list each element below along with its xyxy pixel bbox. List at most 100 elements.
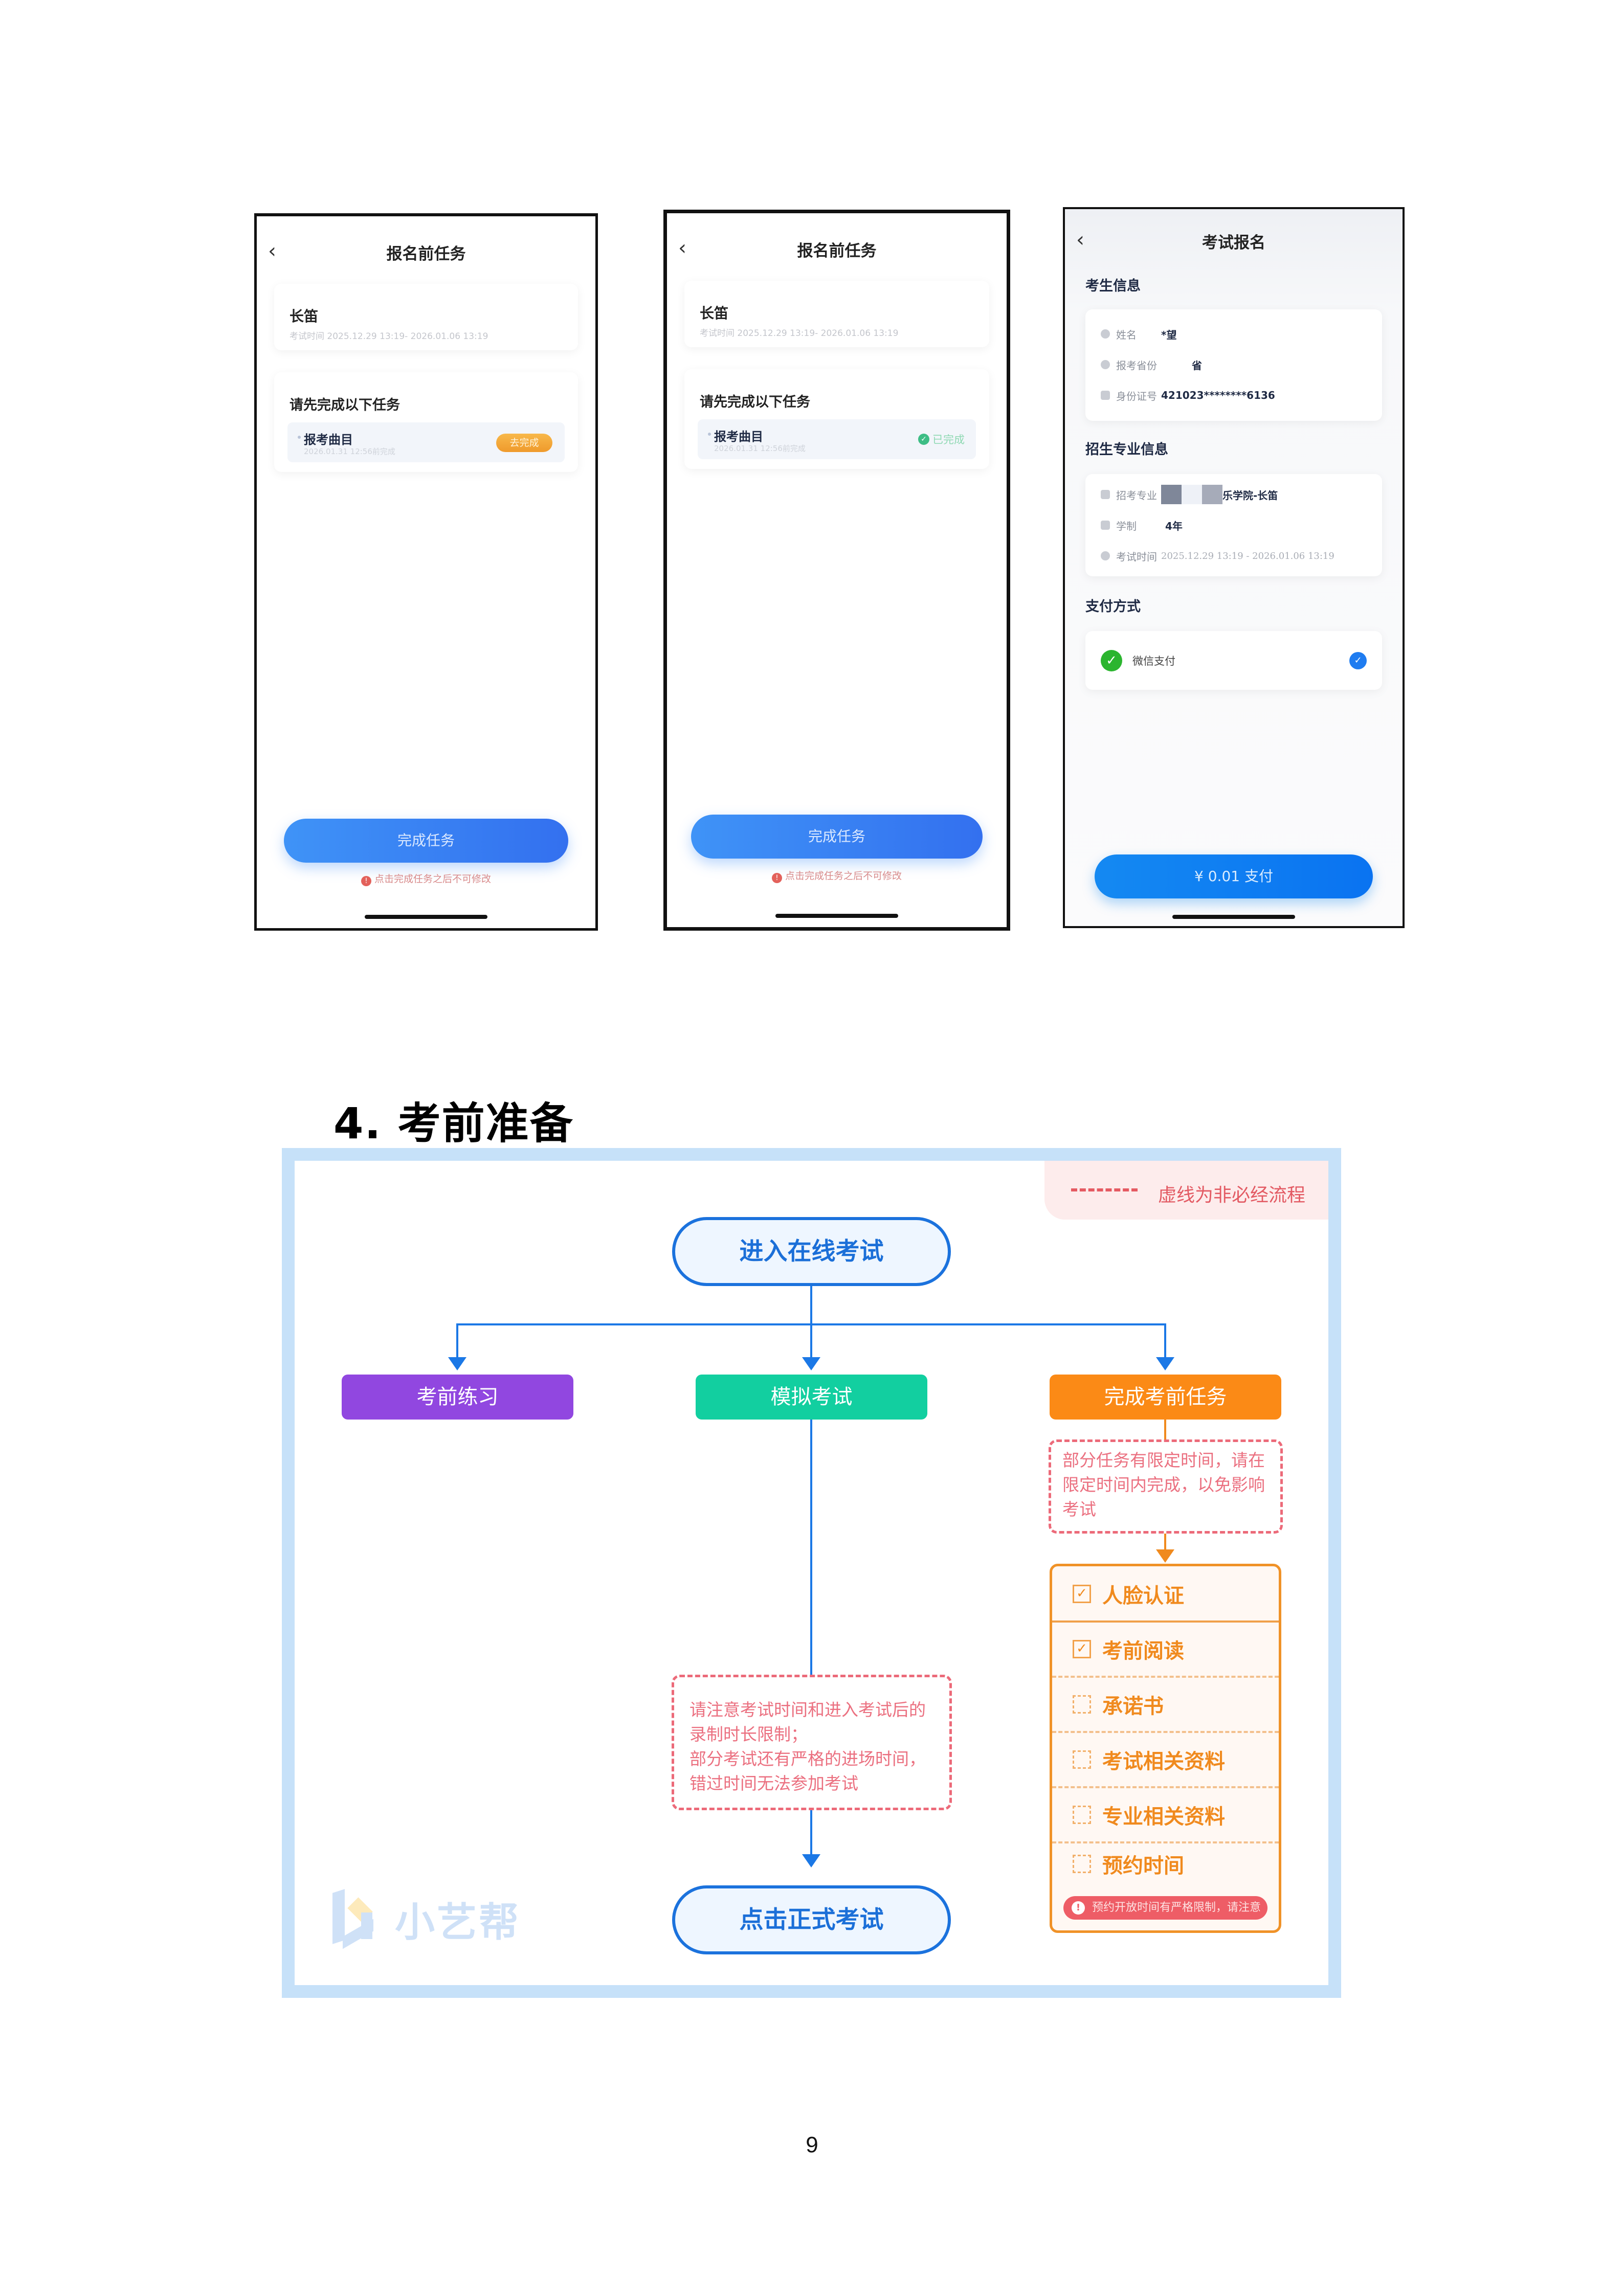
connector-start-down <box>810 1286 812 1360</box>
duration-row: 学制 4年 <box>1101 516 1372 534</box>
bullet-dot-icon <box>708 433 711 436</box>
checklist-label: 考试相关资料 <box>1102 1750 1225 1773</box>
divider <box>1052 1786 1279 1788</box>
section-heading: 4. 考前准备 <box>333 1098 574 1149</box>
task-name: 报考曲目 <box>304 433 353 447</box>
person-icon <box>1101 329 1110 339</box>
connector-practice <box>456 1323 458 1360</box>
id-label: 身份证号 <box>1116 390 1157 402</box>
exam-time-label: 考试时间 <box>1116 550 1157 563</box>
connector-tasks <box>1164 1323 1166 1360</box>
optional-box-icon <box>1073 1855 1091 1873</box>
flowchart-frame: 虚线为非必经流程 进入在线考试 考前练习 模拟考试 完成考前任务 请注意考试时间… <box>282 1148 1341 1998</box>
pre-exam-tasks-node: 完成考前任务 <box>1050 1375 1281 1420</box>
exam-card: 长笛 考试时间 2025.12.29 13:19- 2026.01.06 13:… <box>274 284 578 350</box>
back-chevron-icon[interactable]: ‹ <box>268 239 276 263</box>
checklist-item: ✓ 人脸认证 <box>1052 1566 1279 1622</box>
exam-time: 考试时间 2025.12.29 13:19- 2026.01.06 13:19 <box>700 328 899 339</box>
screen-title: 报名前任务 <box>386 245 466 263</box>
major-section-title: 招生专业信息 <box>1085 442 1168 458</box>
legend: 虚线为非必经流程 <box>1044 1161 1328 1220</box>
name-label: 姓名 <box>1116 328 1137 341</box>
mock-note-line1: 请注意考试时间和进入考试后的录制时长限制； <box>689 1700 926 1744</box>
province-label: 报考省份 <box>1116 359 1157 372</box>
major-row: 招考专业 乐学院-长笛 <box>1101 485 1372 504</box>
screen-title: 报名前任务 <box>797 242 877 260</box>
complete-tasks-button[interactable]: 完成任务 <box>284 819 568 863</box>
tasks-heading: 请先完成以下任务 <box>290 397 400 413</box>
task-row[interactable]: 报考曲目 2026.01.31 12:56前完成 去完成 <box>287 422 565 462</box>
check-circle-icon: ✓ <box>918 434 929 445</box>
tasks-note: 部分任务有限定时间，请在限定时间内完成，以免影响考试 <box>1049 1439 1283 1534</box>
exam-card: 长笛 考试时间 2025.12.29 13:19- 2026.01.06 13:… <box>684 281 989 347</box>
screen-title: 考试报名 <box>1202 234 1265 252</box>
nav-bar: ‹ 报名前任务 <box>667 213 1007 280</box>
task-row[interactable]: 报考曲目 2026.01.31 12:56前完成 ✓ 已完成 <box>698 419 976 459</box>
hint-text: !点击完成任务之后不可修改 <box>667 868 1007 883</box>
connector-tasks-checklist <box>1164 1534 1166 1552</box>
back-chevron-icon[interactable]: ‹ <box>1076 228 1084 252</box>
checklist-item: 考试相关资料 <box>1052 1732 1279 1787</box>
task-name: 报考曲目 <box>714 430 763 444</box>
exam-name: 长笛 <box>290 308 319 325</box>
checklist-label: 预约时间 <box>1102 1854 1184 1878</box>
completed-status: ✓ 已完成 <box>918 432 965 447</box>
completed-label: 已完成 <box>932 434 965 446</box>
mock-exam-note: 请注意考试时间和进入考试后的录制时长限制； 部分考试还有严格的进场时间，错过时间… <box>672 1675 952 1810</box>
complete-tasks-button[interactable]: 完成任务 <box>691 815 983 859</box>
back-chevron-icon[interactable]: ‹ <box>678 236 686 260</box>
exam-time-row: 考试时间 2025.12.29 13:19 - 2026.01.06 13:19 <box>1101 547 1372 565</box>
optional-box-icon <box>1073 1806 1091 1824</box>
formal-exam-node: 点击正式考试 <box>672 1885 951 1954</box>
divider <box>1052 1731 1279 1733</box>
pay-button[interactable]: ¥ 0.01 支付 <box>1095 854 1373 898</box>
connector-horizontal <box>456 1323 1166 1325</box>
warning-icon: ! <box>361 876 371 886</box>
arrow-to-tasks-icon <box>1156 1357 1174 1370</box>
tasks-heading: 请先完成以下任务 <box>700 394 810 410</box>
id-card-icon <box>1101 391 1110 400</box>
redacted-block <box>1161 485 1222 504</box>
brand-watermark: 小艺帮 <box>332 1889 521 1949</box>
connector-to-end <box>810 1810 812 1856</box>
arrow-to-mock-icon <box>802 1357 820 1370</box>
divider <box>1052 1841 1279 1843</box>
home-indicator <box>365 915 487 919</box>
wechat-pay-option[interactable]: ✓ 微信支付 ✓ <box>1101 649 1367 672</box>
checklist-label: 专业相关资料 <box>1102 1805 1225 1829</box>
checklist-item: 专业相关资料 <box>1052 1787 1279 1842</box>
name-row: 姓名 *望 <box>1101 325 1372 343</box>
building-icon <box>1101 490 1110 499</box>
flowchart-canvas: 虚线为非必经流程 进入在线考试 考前练习 模拟考试 完成考前任务 请注意考试时间… <box>295 1161 1328 1985</box>
duration-label: 学制 <box>1116 520 1137 532</box>
checklist-item: 预约时间 <box>1052 1836 1279 1892</box>
home-indicator <box>775 914 898 918</box>
location-pin-icon <box>1101 360 1110 369</box>
task-due: 2026.01.31 12:56前完成 <box>714 444 806 453</box>
connector-mock-down <box>810 1420 812 1675</box>
phone-screenshot-exam-registration: ‹ 考试报名 考生信息 姓名 *望 报考省份 省 身份证号 421023****… <box>1063 207 1405 928</box>
task-checklist: ✓ 人脸认证 ✓ 考前阅读 承诺书 考试相关资料 专业相关资料 <box>1050 1564 1281 1933</box>
checklist-label: 考前阅读 <box>1102 1639 1184 1663</box>
id-row: 身份证号 421023********6136 <box>1101 386 1372 404</box>
hint-label: 点击完成任务之后不可修改 <box>374 873 491 885</box>
warning-text: 预约开放时间有严格限制，请注意 <box>1092 1901 1261 1914</box>
appointment-warning-badge: ! 预约开放时间有严格限制，请注意 <box>1063 1896 1267 1920</box>
home-indicator <box>1172 915 1295 919</box>
nav-bar: ‹ 考试报名 <box>1065 209 1403 276</box>
payment-card[interactable]: ✓ 微信支付 ✓ <box>1085 631 1382 690</box>
major-value: 乐学院-长笛 <box>1222 489 1278 502</box>
province-value: 省 <box>1192 359 1202 372</box>
hint-text: !点击完成任务之后不可修改 <box>257 871 595 886</box>
checklist-label: 人脸认证 <box>1102 1584 1184 1608</box>
phone-screenshot-pre-tasks-todo: ‹ 报名前任务 长笛 考试时间 2025.12.29 13:19- 2026.0… <box>254 213 598 931</box>
arrow-to-end-icon <box>802 1854 820 1867</box>
legend-text: 虚线为非必经流程 <box>1158 1185 1306 1206</box>
task-due: 2026.01.31 12:56前完成 <box>304 447 395 456</box>
divider <box>1052 1676 1279 1678</box>
go-complete-button[interactable]: 去完成 <box>496 434 552 452</box>
candidate-info-card: 姓名 *望 报考省份 省 身份证号 421023********6136 <box>1085 309 1382 421</box>
exclamation-icon: ! <box>1072 1901 1085 1915</box>
selected-check-icon[interactable]: ✓ <box>1349 652 1367 669</box>
dashed-line-sample <box>1071 1188 1138 1191</box>
